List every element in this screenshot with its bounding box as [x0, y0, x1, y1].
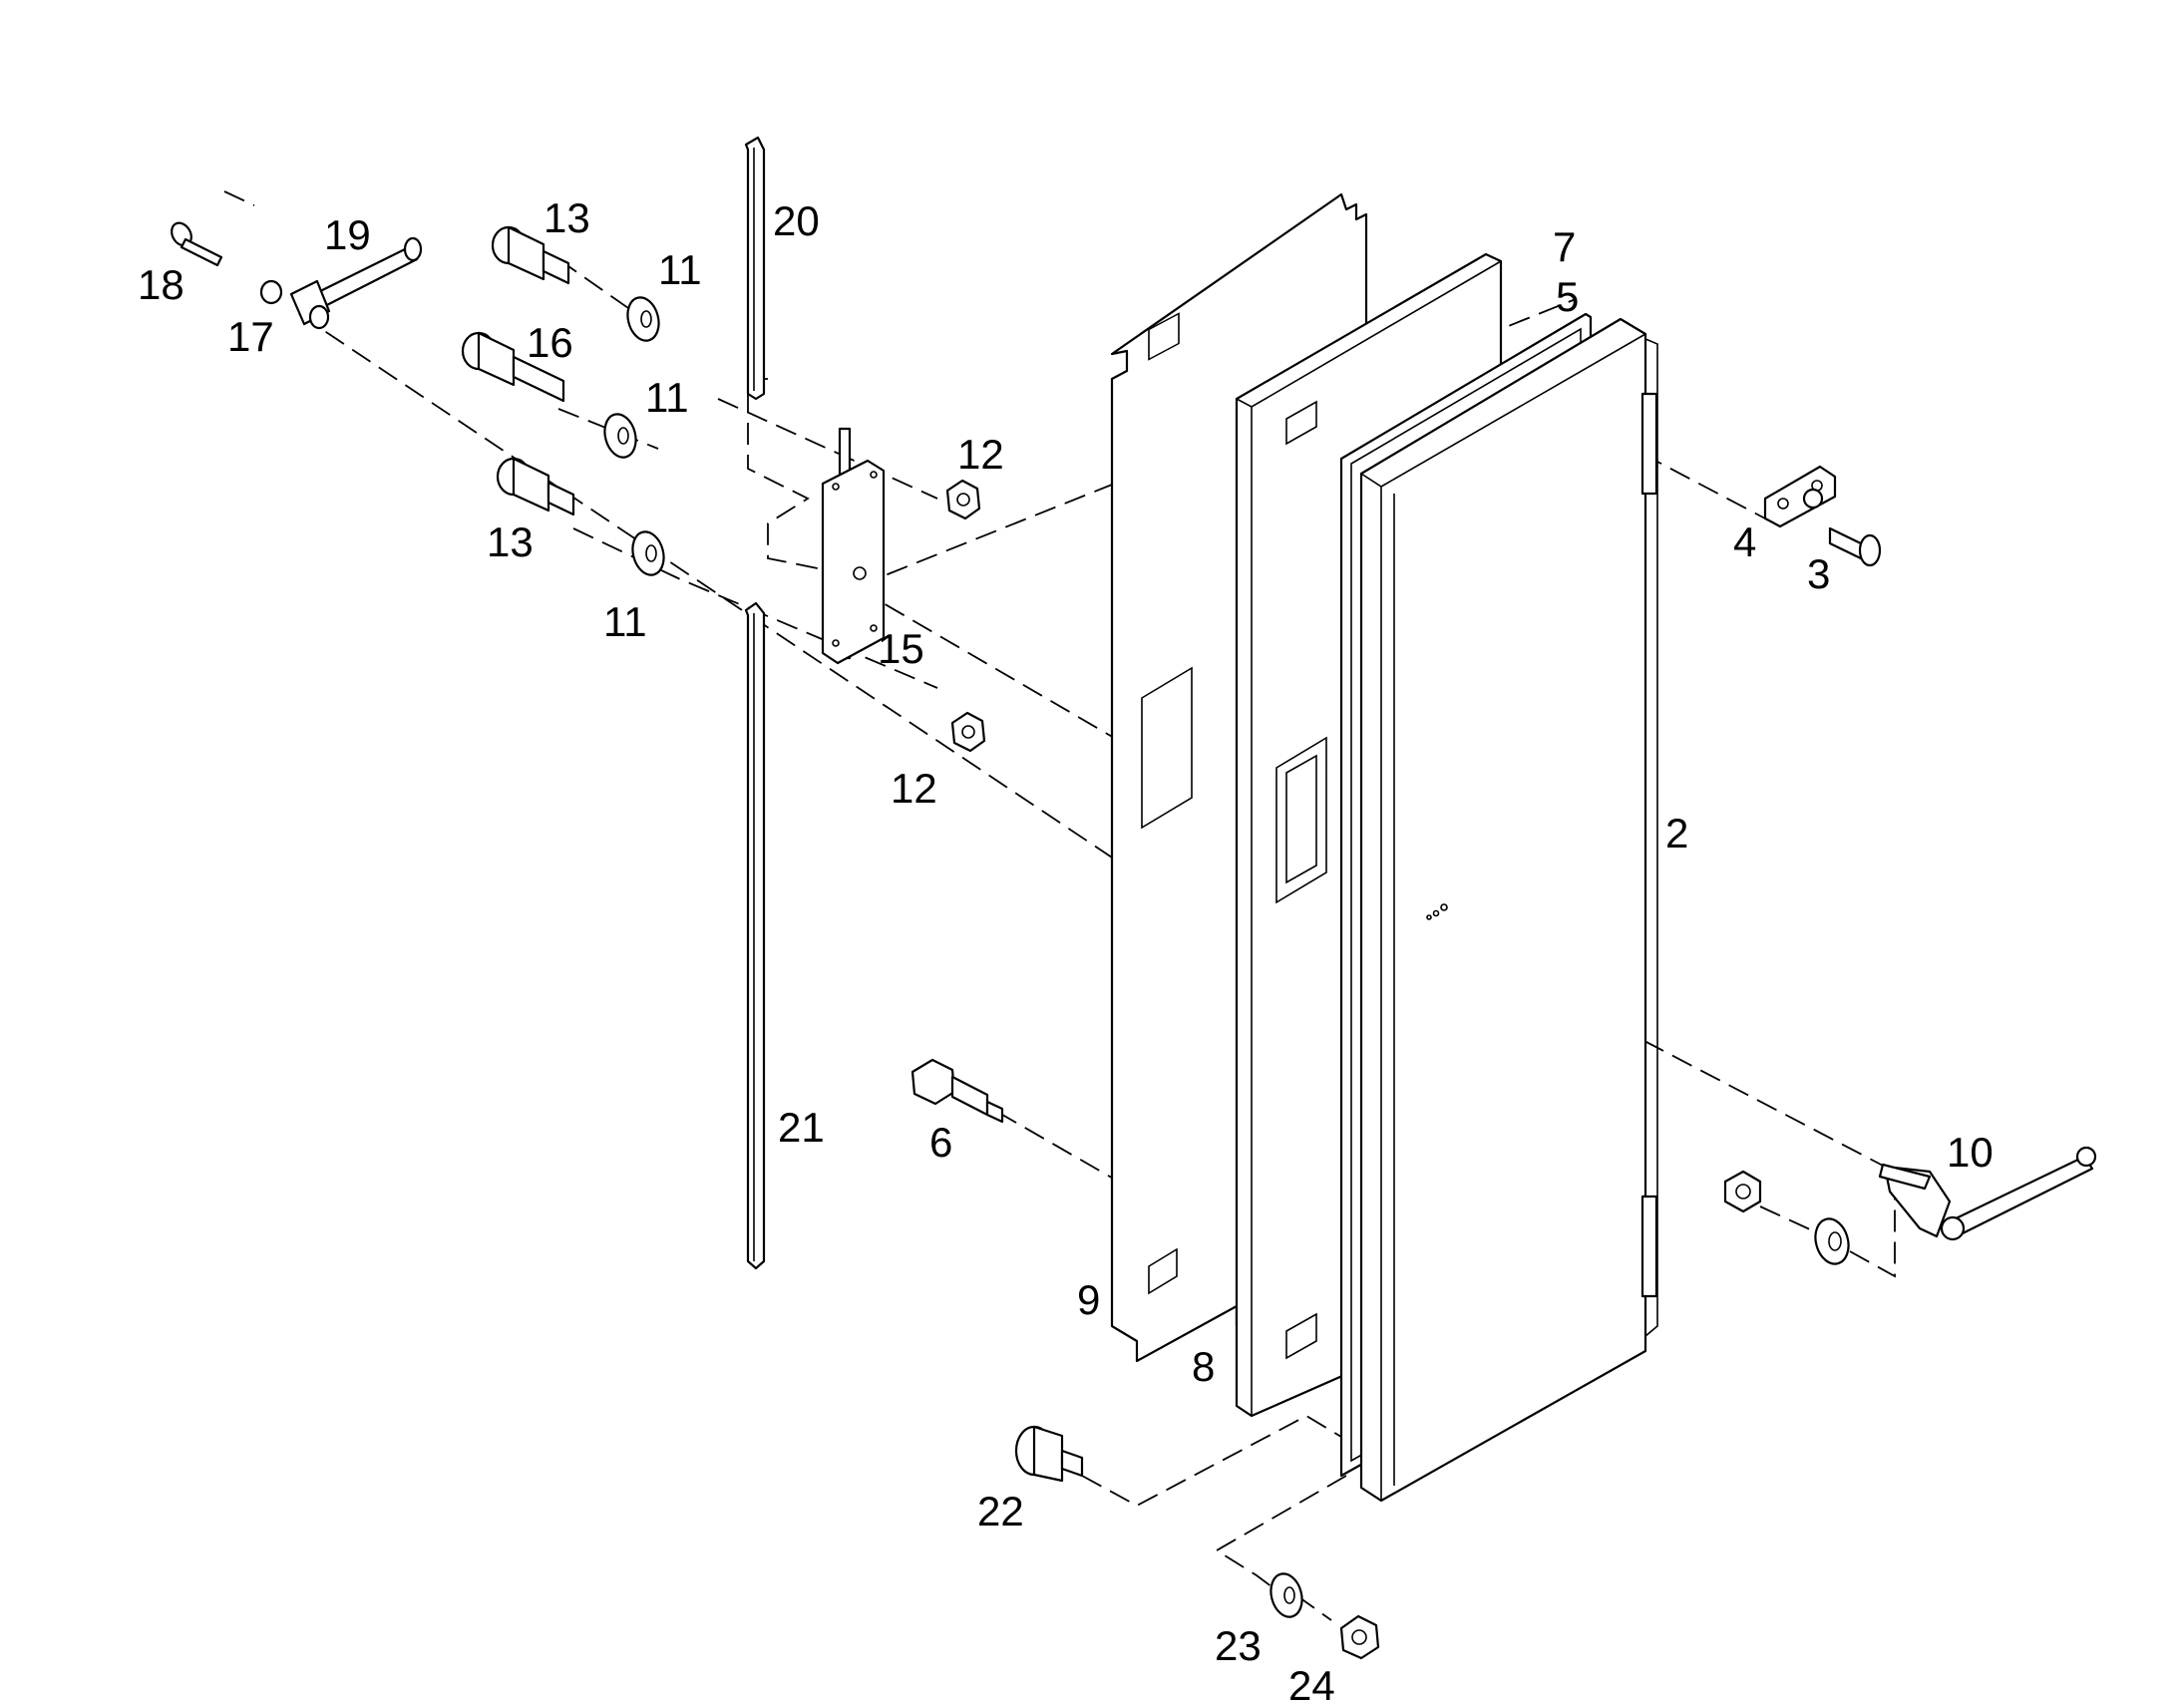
callout-11: 11: [603, 598, 647, 645]
part-23-washer: [1270, 1572, 1303, 1618]
part-13-screw-top: [491, 225, 570, 285]
callout-5: 5: [1556, 273, 1579, 320]
callout-10: 10: [1947, 1129, 1994, 1176]
part-18-screw: [171, 221, 223, 267]
callout-7: 7: [1553, 223, 1576, 270]
callout-11: 11: [658, 246, 702, 293]
callout-11: 11: [645, 374, 689, 421]
callout-19: 19: [324, 211, 371, 258]
part-12-nuts: [945, 479, 986, 753]
callout-24: 24: [1288, 1662, 1335, 1708]
callout-22: 22: [977, 1488, 1024, 1535]
callout-16: 16: [527, 319, 573, 366]
callout-9: 9: [1077, 1276, 1100, 1323]
callout-13: 13: [544, 194, 590, 241]
part-17-bushing: [259, 279, 283, 305]
callout-8: 8: [1192, 1343, 1215, 1390]
part-2-door: [1359, 317, 1658, 1503]
part-11-washers: [603, 296, 665, 576]
part-3-screw: [1828, 526, 1882, 567]
callout-12: 12: [957, 431, 1004, 478]
callout-21: 21: [778, 1104, 825, 1151]
callout-2: 2: [1665, 810, 1688, 856]
callout-17: 17: [227, 313, 274, 360]
part-21-strip: [744, 601, 766, 1270]
part-16-screw: [461, 331, 565, 403]
callout-12: 12: [891, 765, 937, 812]
callout-18: 18: [138, 261, 184, 308]
part-19-handle: [289, 236, 423, 330]
part-22-foot: [1014, 1425, 1084, 1483]
callout-20: 20: [773, 197, 820, 244]
callout-3: 3: [1807, 550, 1830, 597]
part-24-nut: [1339, 1614, 1380, 1660]
callout-15: 15: [878, 625, 924, 672]
callout-4: 4: [1733, 518, 1756, 565]
part-4-latch: [1763, 465, 1837, 528]
part-6-screw: [910, 1058, 1004, 1124]
part-10-handle: [1878, 1146, 2097, 1241]
callout-23: 23: [1215, 1622, 1262, 1669]
part-15-lock-block: [821, 427, 886, 665]
part-13-screw-bottom: [496, 457, 575, 516]
part-10-nut-washer: [1723, 1170, 1850, 1265]
part-20-strip: [744, 136, 766, 401]
callout-13: 13: [487, 518, 534, 565]
callout-labels: 18 19 17 13 11 16 11 13 11 20 12 15 12 2…: [138, 194, 1994, 1708]
callout-6: 6: [929, 1119, 952, 1166]
